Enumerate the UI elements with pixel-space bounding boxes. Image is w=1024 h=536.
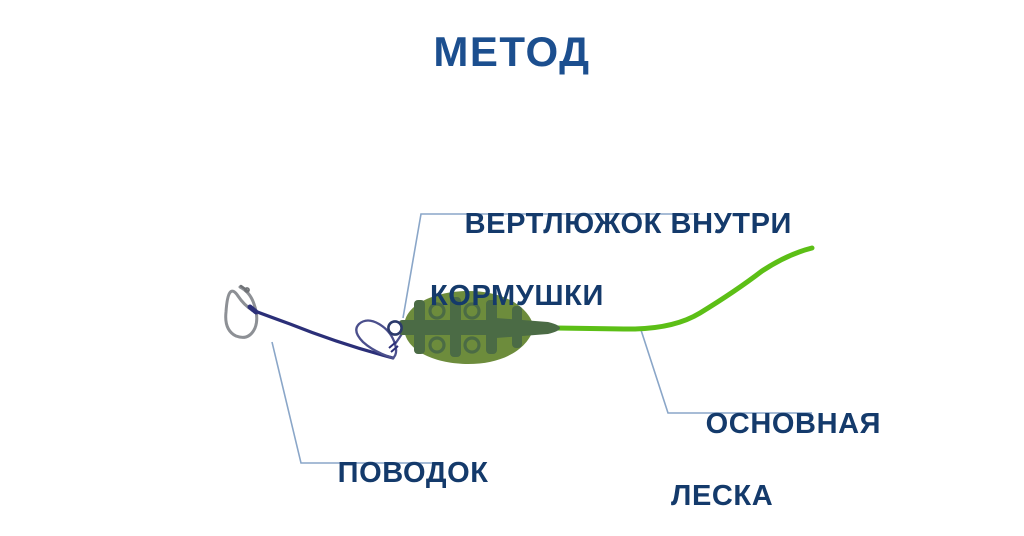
feeder-vent-holes [428, 302, 481, 354]
label-swivel: ВЕРТЛЮЖОК ВНУТРИ КОРМУШКИ [430, 170, 850, 386]
label-leader-line1: ПОВОДОК [337, 457, 489, 489]
label-mainline-line1: ОСНОВНАЯ [705, 408, 882, 440]
leader-line [250, 308, 405, 360]
swivel-ring [387, 320, 403, 336]
method-feeder [387, 291, 560, 364]
callout-line-leader [271, 341, 440, 464]
loop-knot [355, 319, 398, 360]
fishing-hook [224, 284, 259, 339]
main-line [553, 245, 815, 332]
page-title: МЕТОД [433, 28, 591, 75]
label-mainline: ОСНОВНАЯ ЛЕСКА [671, 370, 1001, 536]
feeder-ribs [414, 297, 522, 357]
label-swivel-line2: КОРМУШКИ [430, 280, 604, 312]
callout-line-swivel [402, 213, 700, 319]
label-mainline-line2: ЛЕСКА [671, 480, 774, 512]
callout-line-mainline [640, 329, 812, 414]
label-leader: ПОВОДОК [303, 419, 583, 527]
callout-leader-lines [271, 213, 812, 464]
label-swivel-line1: ВЕРТЛЮЖОК ВНУТРИ [464, 208, 792, 240]
